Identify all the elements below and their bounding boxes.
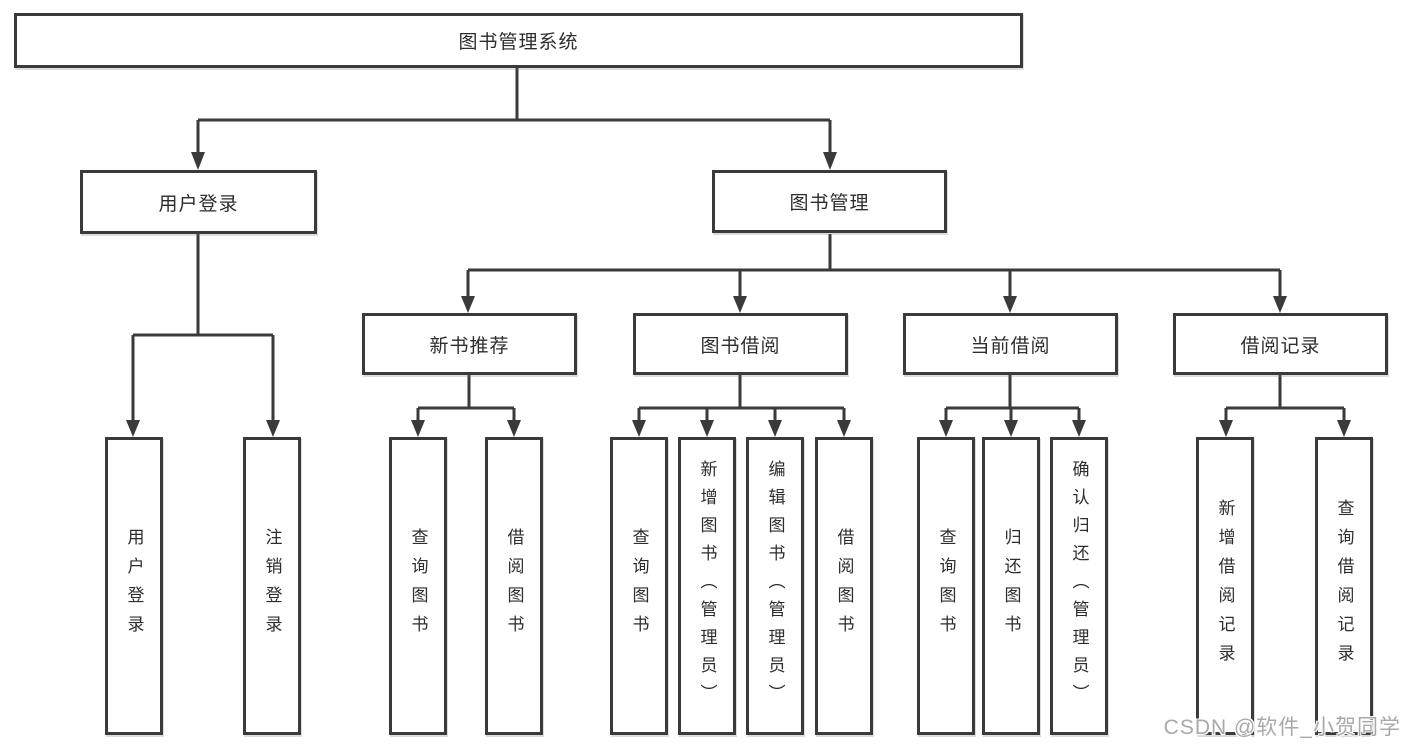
arrow-down-icon [461, 296, 475, 313]
node-book-borrowing: 图书借阅 [633, 313, 848, 375]
node-leaf-logout: 注销登录 [243, 437, 301, 735]
node-leaf-add-borrow-record: 新增借阅记录 [1196, 437, 1254, 735]
node-label: 编辑图书（管理员） [765, 460, 785, 712]
node-leaf-borrow-add-admin: 新增图书（管理员） [678, 437, 736, 735]
node-leaf-return-book: 归还图书 [982, 437, 1040, 735]
node-new-book-recommend: 新书推荐 [362, 313, 577, 375]
node-label: 查询借阅记录 [1334, 499, 1354, 673]
connector-borrow-trunk [637, 375, 846, 420]
csdn-watermark: CSDN @软件_小贺同学 [1163, 716, 1401, 739]
connector-root-trunk [196, 68, 832, 153]
arrow-down-icon [1003, 296, 1017, 313]
node-leaf-confirm-return-admin: 确认归还（管理员） [1050, 437, 1108, 735]
node-borrowing-records: 借阅记录 [1173, 313, 1388, 375]
arrow-down-icon [700, 420, 714, 437]
node-user-login: 用户登录 [80, 170, 317, 234]
connector-current-trunk [944, 375, 1081, 420]
node-label: 借阅图书 [834, 528, 854, 644]
arrow-down-icon [266, 420, 280, 437]
node-label: 新增借阅记录 [1215, 499, 1235, 673]
node-leaf-newbook-query: 查询图书 [389, 437, 447, 735]
connector-records-trunk [1224, 375, 1346, 420]
node-label: 查询图书 [629, 528, 649, 644]
arrow-down-icon [1219, 420, 1233, 437]
node-label: 确认归还（管理员） [1069, 460, 1089, 712]
connector-bookmgmt-trunk [466, 234, 1282, 297]
node-label: 注销登录 [262, 528, 282, 644]
node-label: 新增图书（管理员） [697, 460, 717, 712]
arrow-down-icon [411, 420, 425, 437]
node-label: 新书推荐 [429, 335, 510, 357]
node-label: 图书管理系统 [458, 32, 579, 53]
node-leaf-borrow-book: 借阅图书 [815, 437, 873, 735]
node-label: 查询图书 [408, 528, 428, 644]
arrow-down-icon [632, 420, 646, 437]
node-current-borrowing: 当前借阅 [903, 313, 1118, 375]
arrow-down-icon [1337, 420, 1351, 437]
connector-userlogin-trunk [131, 234, 275, 420]
arrow-down-icon [939, 420, 953, 437]
node-label: 用户登录 [124, 528, 144, 644]
arrow-down-icon [837, 420, 851, 437]
node-label: 借阅图书 [504, 528, 524, 644]
arrow-down-icon [507, 420, 521, 437]
node-leaf-current-query: 查询图书 [917, 437, 975, 735]
node-leaf-query-borrow-record: 查询借阅记录 [1315, 437, 1373, 735]
node-label: 图书借阅 [700, 335, 781, 357]
node-leaf-user-login: 用户登录 [105, 437, 163, 735]
node-label: 当前借阅 [970, 335, 1051, 357]
node-leaf-borrow-edit-admin: 编辑图书（管理员） [746, 437, 804, 735]
arrow-down-icon [191, 152, 205, 170]
arrow-down-icon [733, 296, 747, 313]
arrow-down-icon [768, 420, 782, 437]
node-leaf-borrow-query: 查询图书 [610, 437, 668, 735]
node-book-management: 图书管理 [712, 170, 947, 233]
arrow-down-icon [823, 152, 837, 170]
arrow-down-icon [1072, 420, 1086, 437]
arrow-down-icon [1004, 420, 1018, 437]
node-label: 归还图书 [1001, 528, 1021, 644]
connector-newbooks-trunk [416, 375, 516, 420]
arrow-down-icon [126, 420, 140, 437]
node-label: 借阅记录 [1240, 335, 1321, 357]
arrow-down-icon [1273, 296, 1287, 313]
node-library-management-system: 图书管理系统 [14, 13, 1023, 68]
node-label: 用户登录 [158, 193, 239, 215]
node-label: 查询图书 [936, 528, 956, 644]
node-label: 图书管理 [789, 193, 870, 214]
node-leaf-newbook-borrow: 借阅图书 [485, 437, 543, 735]
